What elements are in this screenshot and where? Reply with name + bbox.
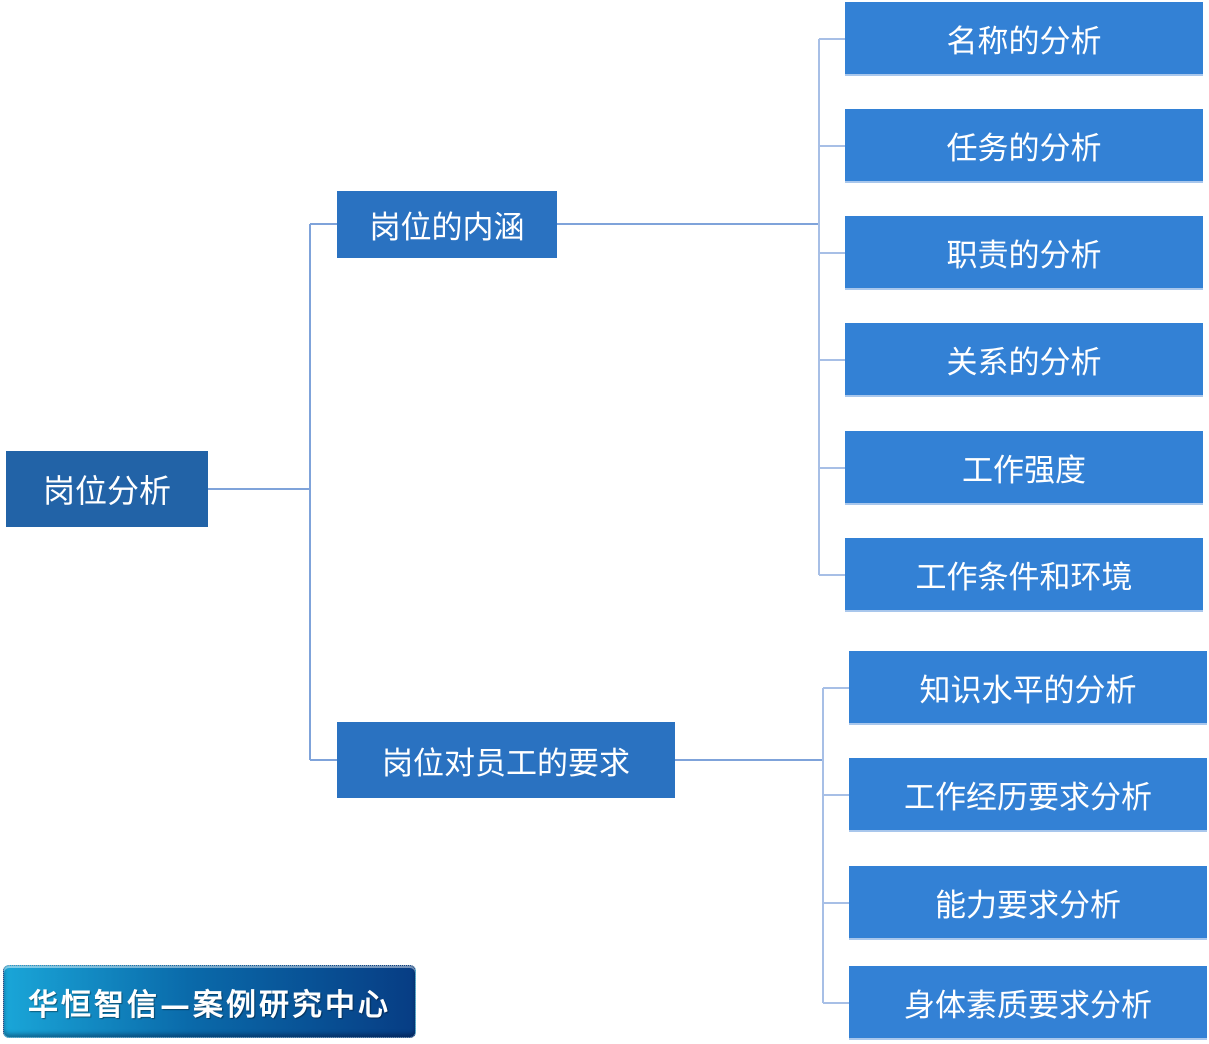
- leaf-node: 身体素质要求分析: [849, 966, 1207, 1040]
- leaf-label: 工作经历要求分析: [904, 779, 1152, 816]
- root-node: 岗位分析: [6, 451, 208, 527]
- root-label: 岗位分析: [42, 472, 171, 510]
- branch-label: 岗位的内涵: [369, 210, 525, 246]
- leaf-label: 任务的分析: [946, 130, 1102, 167]
- leaf-label: 知识水平的分析: [919, 672, 1137, 709]
- leaf-node: 知识水平的分析: [849, 651, 1207, 725]
- leaf-label: 能力要求分析: [935, 887, 1121, 924]
- leaf-node: 工作条件和环境: [845, 538, 1203, 612]
- leaf-node: 工作经历要求分析: [849, 758, 1207, 832]
- leaf-label: 名称的分析: [946, 23, 1102, 60]
- leaf-label: 关系的分析: [946, 344, 1102, 381]
- branch-node-job-connotation: 岗位的内涵: [337, 191, 557, 258]
- leaf-node: 任务的分析: [845, 109, 1203, 183]
- leaf-node: 能力要求分析: [849, 866, 1207, 940]
- leaf-label: 职责的分析: [946, 237, 1102, 274]
- connector-branch-1-leaves: [818, 38, 845, 576]
- leaf-node: 工作强度: [845, 431, 1203, 505]
- leaf-node: 关系的分析: [845, 323, 1203, 397]
- connector-branch-2-leaves: [822, 687, 849, 1004]
- leaf-node: 名称的分析: [845, 2, 1203, 76]
- watermark-banner: 华恒智信—案例研究中心: [3, 965, 416, 1038]
- banner-text: 华恒智信—案例研究中心: [28, 987, 391, 1023]
- leaf-label: 工作条件和环境: [915, 559, 1133, 596]
- leaf-node: 职责的分析: [845, 216, 1203, 290]
- leaf-label: 工作强度: [962, 452, 1086, 489]
- leaf-label: 身体素质要求分析: [904, 987, 1152, 1024]
- branch-node-employee-requirements: 岗位对员工的要求: [337, 722, 675, 798]
- connector-root-branches: [208, 223, 337, 761]
- branch-label: 岗位对员工的要求: [382, 745, 630, 782]
